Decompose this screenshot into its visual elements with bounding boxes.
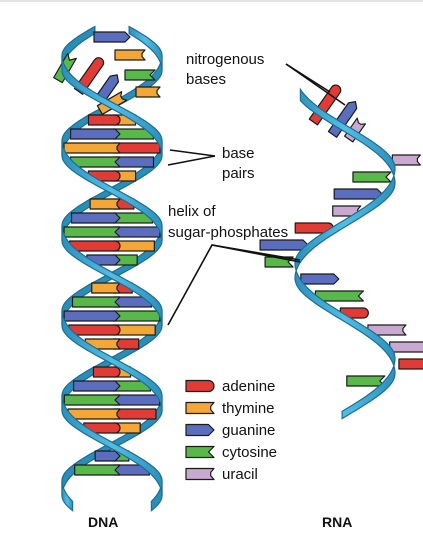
guanine-bar	[113, 226, 161, 238]
pointer-helix-dna	[167, 244, 301, 326]
pointer-base-pairs-2	[167, 155, 216, 166]
cytosine-bar	[314, 290, 365, 302]
guanine-bar	[300, 273, 340, 285]
label-pairs: pairs	[222, 165, 255, 182]
legend-item-cytosine: cytosine	[185, 444, 277, 461]
guanine-bar	[259, 239, 309, 251]
guanine-bar	[63, 310, 121, 322]
legend-label-guanine: guanine	[222, 422, 275, 439]
legend-swatch-uracil	[185, 467, 215, 481]
adenine-bar	[398, 358, 423, 370]
label-sugar-phosphates: sugar-phosphates	[168, 224, 288, 241]
label-dna: DNA	[88, 514, 118, 530]
dna-strand-a-segment	[61, 310, 163, 411]
dna-strand-b-segment	[61, 25, 96, 71]
thymine-bar	[63, 142, 121, 154]
thymine-bar	[67, 408, 121, 420]
dna-strand-a-segment	[128, 25, 163, 71]
guanine-bar	[70, 212, 121, 224]
guanine-bar	[94, 450, 121, 462]
label-base: base	[222, 145, 255, 162]
dna-front-strand	[61, 25, 163, 512]
legend-label-uracil: uracil	[222, 466, 258, 483]
thymine-loose-base	[135, 86, 161, 98]
cytosine-bar	[113, 310, 161, 322]
legend-swatch-adenine	[185, 379, 215, 393]
label-helix-of: helix of	[168, 203, 216, 220]
adenine-bar	[113, 142, 161, 154]
guanine-bar	[93, 31, 131, 43]
uracil-bar	[391, 154, 421, 166]
cytosine-bar	[352, 171, 392, 183]
legend-label-thymine: thymine	[222, 400, 275, 417]
dna-strand-b-segment	[61, 395, 163, 496]
guanine-tilted-base	[327, 101, 358, 138]
top-divider	[0, 0, 423, 2]
guanine-bar	[333, 188, 383, 200]
adenine-bar	[69, 240, 121, 252]
legend-swatch-cytosine	[185, 445, 215, 459]
legend-item-guanine: guanine	[185, 422, 275, 439]
pointer-base-pairs-1	[169, 149, 216, 157]
guanine-bar	[113, 156, 155, 168]
legend-label-cytosine: cytosine	[222, 444, 277, 461]
pointer-nitrogenous-2	[285, 63, 346, 106]
guanine-bar	[113, 394, 161, 406]
legend-item-thymine: thymine	[185, 400, 275, 417]
rna-strand	[294, 87, 396, 420]
adenine-bar	[87, 114, 121, 126]
cytosine-bar	[63, 226, 121, 238]
legend-item-uracil: uracil	[185, 466, 258, 483]
label-nitrogenous: nitrogenous	[186, 51, 264, 68]
cytosine-bar	[346, 375, 386, 387]
cytosine-loose-base	[124, 69, 156, 81]
adenine-bar	[92, 366, 121, 378]
dna-strand-a-segment	[61, 480, 74, 512]
label-bases: bases	[186, 71, 226, 88]
base-legend: adenine thymine guanine cytosine uracil	[185, 378, 277, 483]
thymine-bar	[135, 86, 161, 98]
legend-label-adenine: adenine	[222, 378, 275, 395]
cytosine-bar	[74, 464, 121, 476]
dna-strand-b-segment	[61, 225, 163, 326]
rna-backbone	[294, 87, 396, 420]
guanine-bar	[69, 128, 121, 140]
guanine-bar	[327, 101, 358, 138]
pointer-lines	[167, 63, 346, 326]
guanine-bar	[72, 380, 121, 392]
pointer-helix-rna	[211, 244, 301, 263]
cytosine-bar	[71, 296, 121, 308]
label-rna: RNA	[322, 514, 352, 530]
cytosine-bar	[124, 69, 156, 81]
cytosine-bar	[63, 394, 121, 406]
guanine-loose-base	[93, 31, 131, 43]
rna-bases	[259, 84, 423, 387]
thymine-bar	[91, 282, 121, 294]
thymine-bar	[114, 49, 146, 61]
thymine-bar	[89, 198, 121, 210]
dna-strand-b-segment	[61, 55, 163, 156]
legend-swatch-thymine	[185, 401, 215, 415]
adenine-bar	[113, 408, 157, 420]
dna-strand-a-segment	[61, 140, 163, 241]
dna-base-pairs	[63, 114, 161, 476]
uracil-bar	[389, 341, 423, 353]
adenine-bar	[83, 422, 121, 434]
thymine-loose-base	[114, 49, 146, 61]
legend-swatch-guanine	[185, 423, 215, 437]
adenine-bar	[68, 324, 121, 336]
legend-item-adenine: adenine	[185, 378, 275, 395]
